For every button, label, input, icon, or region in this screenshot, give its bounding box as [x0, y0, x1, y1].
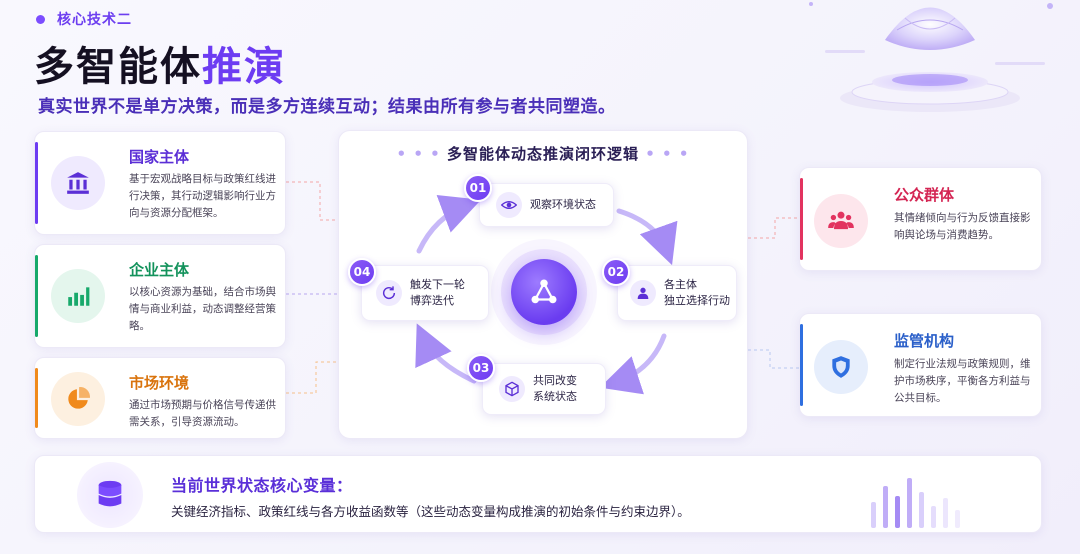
user-icon: [630, 280, 656, 306]
bank-icon: [51, 156, 105, 210]
title-accent: 推演: [202, 44, 286, 90]
card-national-entity: 国家主体 基于宏观战略目标与政策红线进行决策，其行动逻辑影响行业方向与资源分配框…: [34, 131, 286, 235]
loop-title-text: 多智能体动态推演闭环逻辑: [446, 145, 639, 163]
card-accent-bar: [800, 178, 803, 260]
card-public-group: 公众群体 其情绪倾向与行为反馈直接影响舆论场与消费趋势。: [799, 167, 1042, 271]
card-title: 市场环境: [129, 374, 190, 392]
bar-chart-icon: [51, 269, 105, 323]
bullet-dot-icon: [36, 14, 45, 24]
card-regulator: 监管机构 制定行业法规与政策规则，维护市场秩序，平衡各方利益与公共目标。: [799, 313, 1042, 417]
step-label: 各主体 独立选择行动: [664, 278, 730, 307]
step-number: 04: [348, 258, 376, 286]
loop-step-03: 03 共同改变 系统状态: [467, 354, 606, 415]
loop-arrows: [415, 195, 678, 395]
core-variables-bar: 当前世界状态核心变量： 关键经济指标、政策红线与各方收益函数等（这些动态变量构成…: [34, 455, 1042, 533]
page-title: 多智能体推演: [34, 34, 286, 92]
card-title: 公众群体: [894, 186, 955, 204]
card-title: 监管机构: [894, 332, 955, 350]
pie-chart-icon: [51, 372, 105, 426]
database-icon: [77, 462, 143, 528]
decorative-bars-icon: [871, 478, 960, 528]
card-accent-bar: [35, 255, 38, 337]
title-dots-left: • • •: [396, 145, 447, 163]
step-label: 观察环境状态: [530, 198, 596, 211]
title-dots-right: • • •: [639, 145, 690, 163]
card-description: 制定行业法规与政策规则，维护市场秩序，平衡各方利益与公共目标。: [894, 358, 1031, 404]
core-variables-description: 关键经济指标、政策红线与各方收益函数等（这些动态变量构成推演的初始条件与约束边界…: [171, 504, 690, 519]
people-icon: [814, 194, 868, 248]
title-main: 多智能体: [34, 44, 202, 90]
card-title: 国家主体: [129, 148, 190, 166]
refresh-icon: [376, 280, 402, 306]
step-label: 共同改变 系统状态: [533, 374, 577, 403]
globe-platform-decoration: [809, 2, 1053, 112]
step-number: 02: [602, 258, 630, 286]
loop-panel: • • • 多智能体动态推演闭环逻辑 • • • 01 观察环境状态 02 各主…: [338, 130, 748, 439]
step-number: 03: [467, 354, 495, 382]
loop-step-04: 04 触发下一轮 博弈迭代: [348, 258, 489, 321]
kicker-label: 核心技术二: [57, 12, 132, 28]
cube-icon: [499, 376, 525, 402]
card-enterprise-entity: 企业主体 以核心资源为基础，结合市场舆情与商业利益，动态调整经营策略。: [34, 244, 286, 348]
step-number: 01: [464, 174, 492, 202]
card-accent-bar: [35, 142, 38, 224]
loop-step-02: 02 各主体 独立选择行动: [602, 258, 737, 321]
page-subtitle: 真实世界不是单方决策，而是多方连续互动；结果由所有参与者共同塑造。: [38, 97, 616, 117]
eye-icon: [496, 192, 522, 218]
section-kicker: 核心技术二: [36, 9, 132, 29]
card-description: 基于宏观战略目标与政策红线进行决策，其行动逻辑影响行业方向与资源分配框架。: [129, 173, 276, 219]
core-variables-title: 当前世界状态核心变量：: [171, 476, 353, 495]
loop-step-01: 01 观察环境状态: [464, 174, 614, 227]
shield-icon: [814, 340, 868, 394]
card-description: 通过市场预期与价格信号传递供需关系，引导资源流动。: [129, 399, 276, 428]
card-accent-bar: [35, 368, 38, 428]
card-market-environment: 市场环境 通过市场预期与价格信号传递供需关系，引导资源流动。: [34, 357, 286, 439]
card-accent-bar: [800, 324, 803, 406]
card-description: 其情绪倾向与行为反馈直接影响舆论场与消费趋势。: [894, 212, 1031, 241]
step-label: 触发下一轮 博弈迭代: [410, 278, 465, 307]
card-title: 企业主体: [129, 261, 190, 279]
card-description: 以核心资源为基础，结合市场舆情与商业利益，动态调整经营策略。: [129, 286, 276, 332]
network-icon: [511, 259, 577, 325]
loop-panel-title: • • • 多智能体动态推演闭环逻辑 • • •: [339, 143, 747, 164]
